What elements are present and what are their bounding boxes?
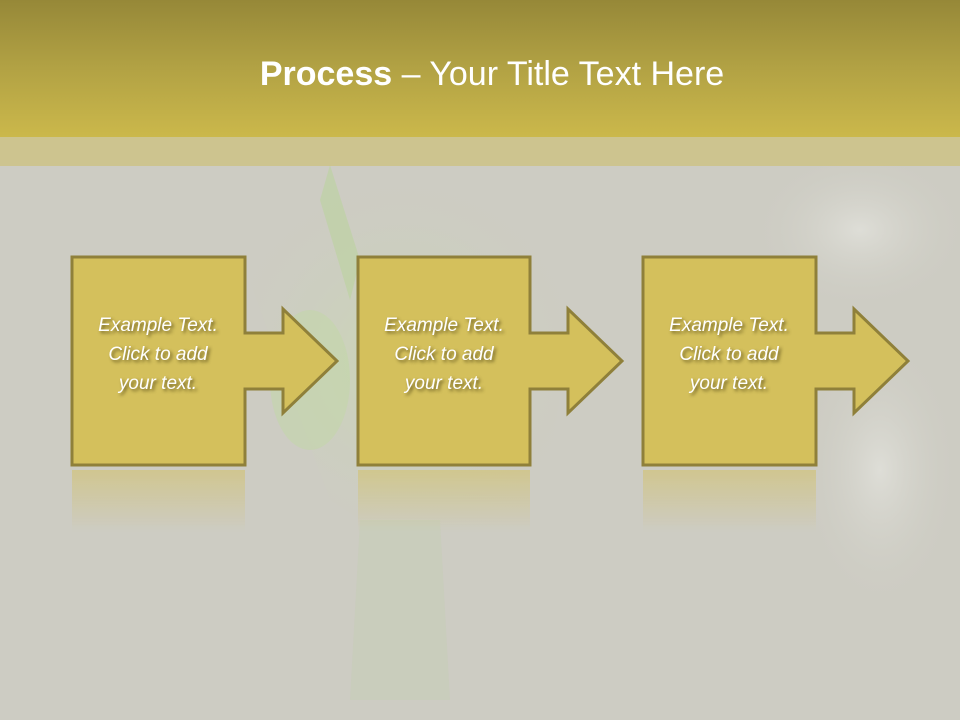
- step-2-reflection: [358, 470, 530, 532]
- step-text-line: Click to add: [108, 344, 208, 365]
- step-text[interactable]: Example Text. Click to add your text.: [357, 311, 531, 398]
- arrow-box-shape: [641, 255, 911, 467]
- step-text-line: Example Text.: [384, 315, 504, 336]
- title-rest-text: – Your Title Text Here: [392, 55, 725, 93]
- step-text-line: Click to add: [679, 344, 779, 365]
- arrow-box-shape: [70, 255, 340, 467]
- step-text-line: your text.: [689, 373, 769, 394]
- slide-title[interactable]: Process – Your Title Text Here: [0, 52, 960, 96]
- step-text-line: Example Text.: [669, 315, 789, 336]
- step-3-reflection: [643, 470, 816, 532]
- step-text-line: Example Text.: [98, 315, 218, 336]
- process-step-2[interactable]: Example Text. Click to add your text.: [356, 255, 625, 468]
- step-text-line: Click to add: [394, 344, 494, 365]
- title-bold-text: Process: [259, 55, 393, 93]
- process-step-1[interactable]: Example Text. Click to add your text.: [70, 255, 340, 468]
- step-text-line: your text.: [118, 373, 198, 394]
- title-accent-band: [0, 137, 960, 166]
- step-text[interactable]: Example Text. Click to add your text.: [642, 311, 816, 398]
- step-text[interactable]: Example Text. Click to add your text.: [71, 311, 245, 398]
- process-step-3[interactable]: Example Text. Click to add your text.: [641, 255, 911, 468]
- title-bar: [0, 0, 960, 137]
- arrow-box-shape: [356, 255, 625, 467]
- step-text-line: your text.: [404, 373, 484, 394]
- step-1-reflection: [72, 470, 245, 532]
